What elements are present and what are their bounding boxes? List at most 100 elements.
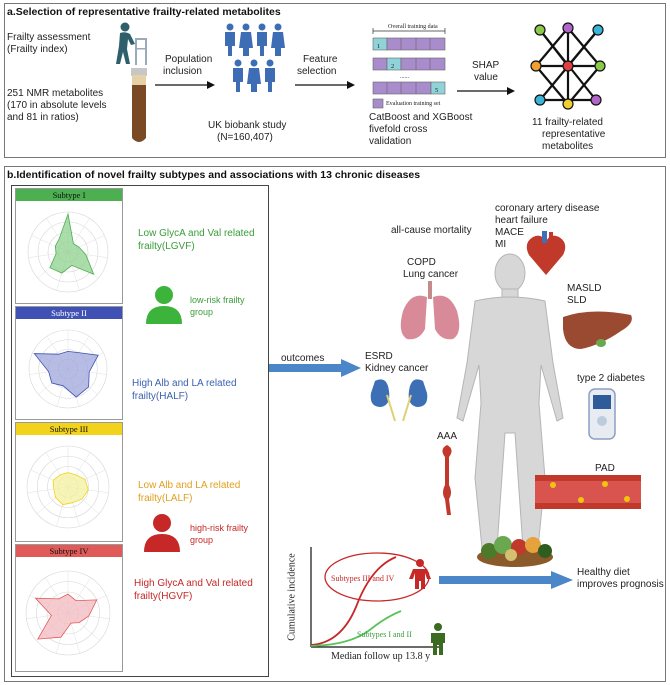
- subtype-2-header: Subtype II: [16, 307, 122, 319]
- evaluation-set-text: Evaluation training set: [386, 101, 441, 107]
- high-risk-person-icon: [144, 514, 180, 552]
- heart-failure-text: heart failure: [495, 215, 548, 226]
- panel-a-title: a.Selection of representative frailty-re…: [7, 6, 281, 18]
- biobank-line2: (N=160,407): [217, 132, 273, 143]
- t2d-text: type 2 diabetes: [577, 373, 645, 384]
- feature-line1: Feature: [303, 54, 338, 65]
- radar-chart-subtype-2: [28, 329, 108, 409]
- low-risk-person-icon: [146, 286, 182, 324]
- overall-training-text: Overall training data: [388, 24, 438, 30]
- artery-icon: [535, 475, 641, 509]
- incidence-plot: [310, 547, 441, 648]
- pad-text: PAD: [595, 463, 615, 474]
- subtype-1-label-line1: Low GlycA and Val related: [138, 228, 255, 239]
- frailty-index-text: (Frailty index): [7, 44, 68, 55]
- catboost-line3: validation: [369, 136, 412, 147]
- heart-icon: [526, 231, 566, 275]
- shap-line2: value: [474, 72, 498, 83]
- metabolites-line2: (170 in absolute levels: [7, 100, 107, 111]
- result-line3: metabolites: [542, 141, 594, 152]
- arrow-shap: [457, 87, 515, 95]
- green-person-icon: [431, 623, 445, 655]
- low-risk-line1: low-risk frailty: [190, 295, 245, 305]
- subtype-2-label-line2: frailty(HALF): [132, 391, 189, 402]
- kidneys-icon: [370, 379, 428, 422]
- subtype-3-label-line2: frailty(LALF): [138, 493, 193, 504]
- elderly-walker-icon: [116, 22, 147, 65]
- population-icon: [225, 23, 285, 92]
- catboost-line2: fivefold cross: [369, 124, 428, 135]
- metabolites-line1: 251 NMR metabolites: [7, 88, 104, 99]
- masld-text: MASLD: [567, 283, 602, 294]
- panel-b: b.Identification of novel frailty subtyp…: [4, 166, 666, 682]
- diet-line1: Healthy diet: [577, 567, 630, 578]
- metabolites-line3: and 81 in ratios): [7, 112, 79, 123]
- population-line2: inclusion: [163, 66, 202, 77]
- subtype-3-card: Subtype III: [15, 422, 123, 542]
- mi-text: MI: [495, 239, 507, 250]
- radar-chart-subtype-1: [27, 211, 109, 293]
- subtype-1-card: Subtype I: [15, 188, 123, 304]
- subtypes-box: Subtype I Subtype II Subtype III Subtype…: [11, 185, 269, 677]
- subtype-3-label-line1: Low Alb and LA related: [138, 480, 241, 491]
- curve-x-label: Median follow up 13.8 y: [331, 651, 431, 662]
- arrow-population: [155, 81, 215, 89]
- subtype-4-card: Subtype IV: [15, 544, 123, 672]
- lung-cancer-text: Lung cancer: [403, 269, 459, 280]
- kidney-cancer-text: Kidney cancer: [365, 363, 429, 374]
- esrd-text: ESRD: [365, 351, 393, 362]
- radar-chart-subtype-3: [26, 445, 110, 529]
- cad-text: coronary artery disease: [495, 203, 600, 214]
- healthy-food-icon: [477, 536, 553, 567]
- curve-high-label: Subtypes III and IV: [331, 574, 395, 583]
- arrow-feature: [295, 81, 355, 89]
- biobank-line1: UK biobank study: [208, 120, 287, 131]
- subtype-4-label-line2: frailty(HGVF): [134, 591, 193, 602]
- cross-validation-diagram: [372, 28, 446, 109]
- feature-line2: selection: [297, 66, 337, 77]
- subtype-4-label-line1: High GlycA and Val related: [134, 578, 253, 589]
- sld-text: SLD: [567, 295, 587, 306]
- radar-profile: [52, 472, 89, 506]
- radar-profile: [34, 593, 98, 640]
- glucose-meter-icon: [588, 388, 616, 440]
- fold-dots: ......: [400, 74, 409, 80]
- aorta-icon: [442, 445, 452, 515]
- fold-cell-5: 5: [435, 87, 439, 94]
- copd-text: COPD: [407, 257, 436, 268]
- curve-y-label: Cumulative incidence: [286, 553, 298, 641]
- all-cause-text: all-cause mortality: [391, 225, 472, 236]
- subtype-1-label-line2: frailty(LGVF): [138, 241, 195, 252]
- diet-line2: improves prognosis: [577, 579, 664, 590]
- high-risk-line1: high-risk frailty: [190, 523, 249, 533]
- catboost-line1: CatBoost and XGBoost: [369, 112, 473, 123]
- subtype-2-label-line1: High Alb and LA related: [132, 378, 237, 389]
- diet-arrow: [439, 571, 573, 589]
- panel-b-title: b.Identification of novel frailty subtyp…: [7, 169, 421, 181]
- population-line1: Population: [165, 54, 213, 65]
- red-person-icon: [409, 559, 431, 589]
- liver-icon: [563, 311, 632, 349]
- frailty-assessment-text: Frailty assessment: [7, 32, 91, 43]
- radar-chart-subtype-4: [25, 570, 111, 656]
- subtype-1-header: Subtype I: [16, 189, 122, 201]
- blood-tube-icon: [131, 68, 147, 142]
- result-line1: 11 frailty-related: [532, 117, 603, 128]
- mace-text: MACE: [495, 227, 524, 238]
- aaa-text: AAA: [437, 431, 458, 442]
- result-line2: representative: [542, 129, 606, 140]
- fold-cell-2: 2: [391, 63, 395, 70]
- lungs-icon: [400, 281, 460, 340]
- radar-profile: [49, 212, 95, 276]
- curve-low-label: Subtypes I and II: [357, 630, 412, 639]
- radar-profile: [33, 350, 99, 398]
- panel-a: a.Selection of representative frailty-re…: [4, 3, 666, 158]
- subtype-2-card: Subtype II: [15, 306, 123, 420]
- low-risk-line2: group: [190, 307, 214, 317]
- high-risk-line2: group: [190, 535, 214, 545]
- network-icon: [530, 22, 606, 110]
- outcomes-text: outcomes: [281, 353, 325, 364]
- subtype-4-header: Subtype IV: [16, 545, 122, 557]
- shap-line1: SHAP: [472, 60, 500, 71]
- fold-cell-1: 1: [377, 43, 381, 50]
